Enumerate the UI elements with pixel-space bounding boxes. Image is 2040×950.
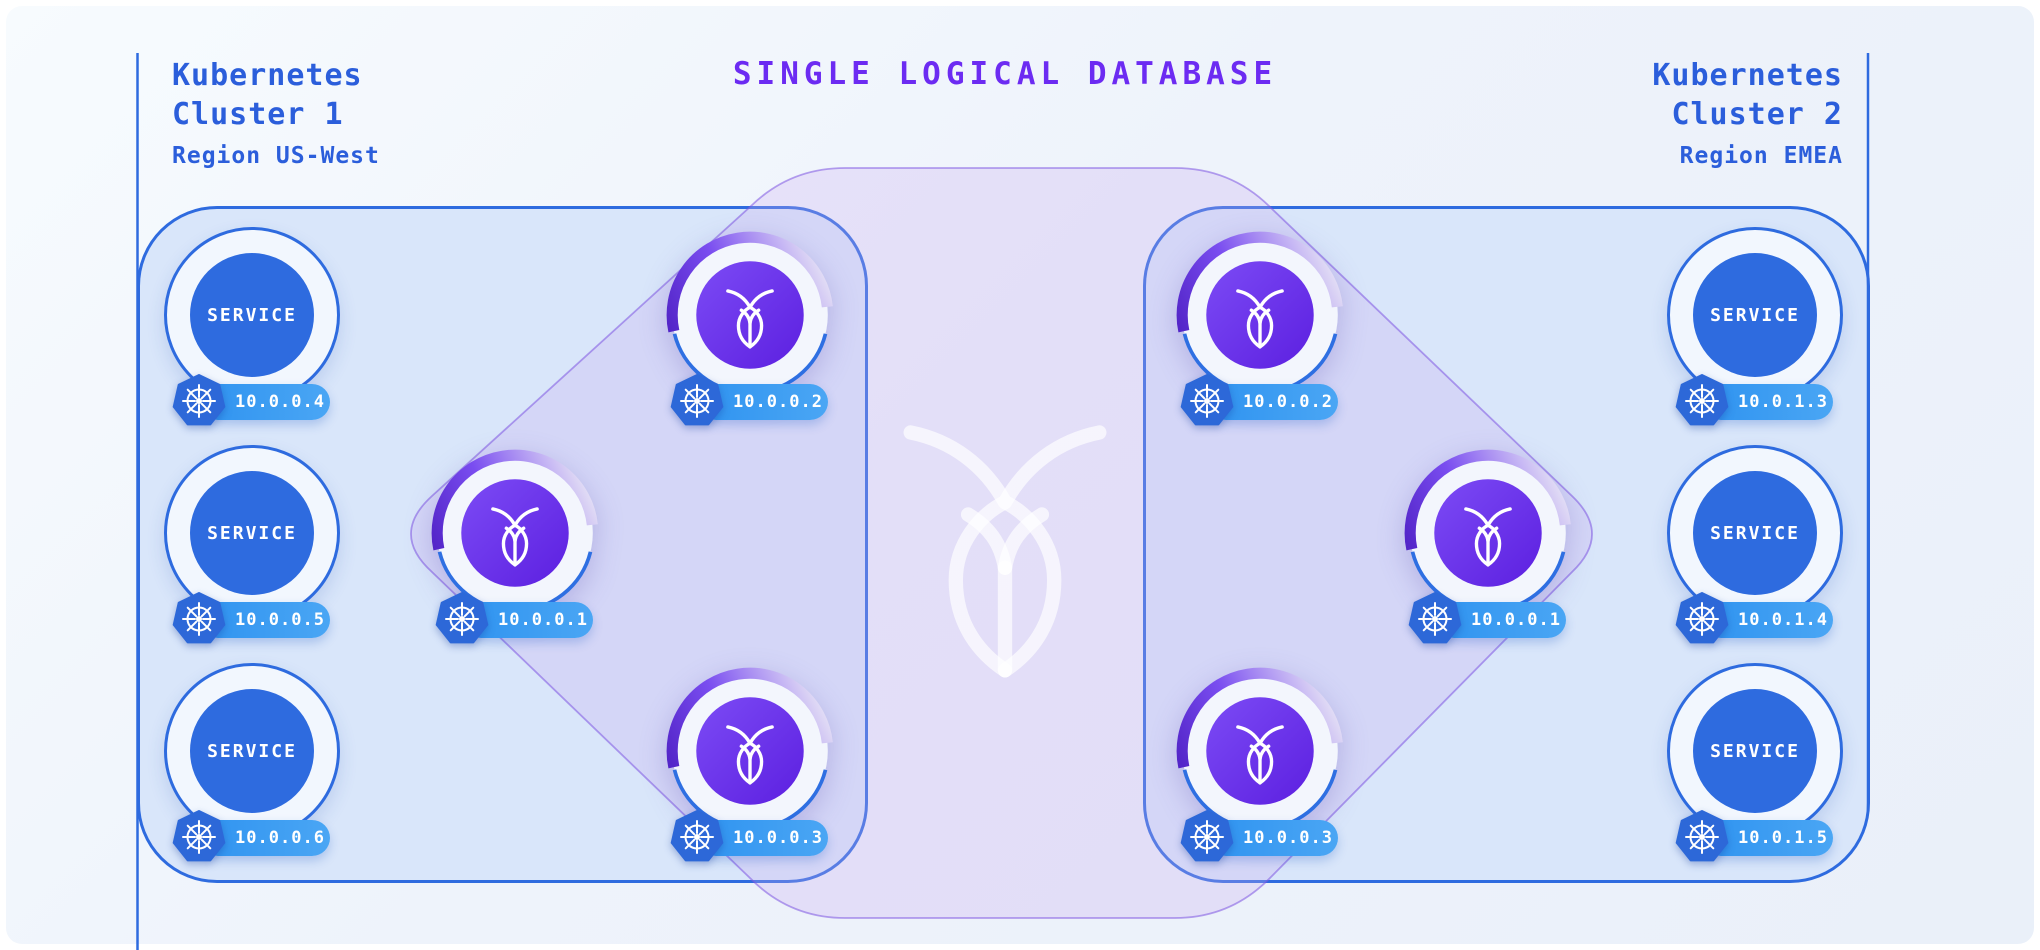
cluster-2-heading: Kubernetes Cluster 2 Region EMEA — [1652, 56, 1843, 169]
cockroachdb-node-circle — [1176, 667, 1343, 831]
service-node: SERVICE 10.0.0.6 — [164, 663, 340, 862]
service-node: SERVICE 10.0.1.4 — [1667, 445, 1843, 644]
service-node: SERVICE 10.0.0.4 — [164, 227, 340, 426]
service-node: SERVICE 10.0.1.5 — [1667, 663, 1843, 862]
cockroachdb-node-circle — [666, 667, 833, 831]
cluster-1-name-line1: Kubernetes — [172, 58, 363, 93]
cluster-1-name-line2: Cluster 1 — [172, 97, 344, 132]
cluster-1-region: Region US-West — [172, 143, 380, 169]
cluster-2-name-line2: Cluster 2 — [1671, 97, 1843, 132]
cluster-2-name-line1: Kubernetes — [1652, 58, 1843, 93]
service-node: SERVICE 10.0.1.3 — [1667, 227, 1843, 426]
cockroachdb-node: 10.0.0.2 — [662, 227, 838, 426]
cockroachdb-node: 10.0.0.1 — [427, 445, 603, 644]
cockroachdb-node-circle — [1176, 231, 1343, 395]
cockroachdb-node: 10.0.0.3 — [662, 663, 838, 862]
service-label: SERVICE — [1693, 689, 1817, 813]
cockroachdb-node-circle — [1404, 449, 1571, 613]
service-label: SERVICE — [190, 253, 314, 377]
cockroachdb-node-circle — [666, 231, 833, 395]
service-label: SERVICE — [190, 689, 314, 813]
cluster-2-region: Region EMEA — [1679, 143, 1843, 169]
cockroachdb-node: 10.0.0.1 — [1400, 445, 1576, 644]
service-label: SERVICE — [1693, 471, 1817, 595]
cockroachdb-node: 10.0.0.3 — [1172, 663, 1348, 862]
cockroachdb-node: 10.0.0.2 — [1172, 227, 1348, 426]
service-label: SERVICE — [1693, 253, 1817, 377]
cockroachdb-node-circle — [431, 449, 598, 613]
service-label: SERVICE — [190, 471, 314, 595]
diagram-title: SINGLE LOGICAL DATABASE — [732, 56, 1278, 92]
cluster-1-heading: Kubernetes Cluster 1 Region US-West — [172, 56, 380, 169]
service-node: SERVICE 10.0.0.5 — [164, 445, 340, 644]
